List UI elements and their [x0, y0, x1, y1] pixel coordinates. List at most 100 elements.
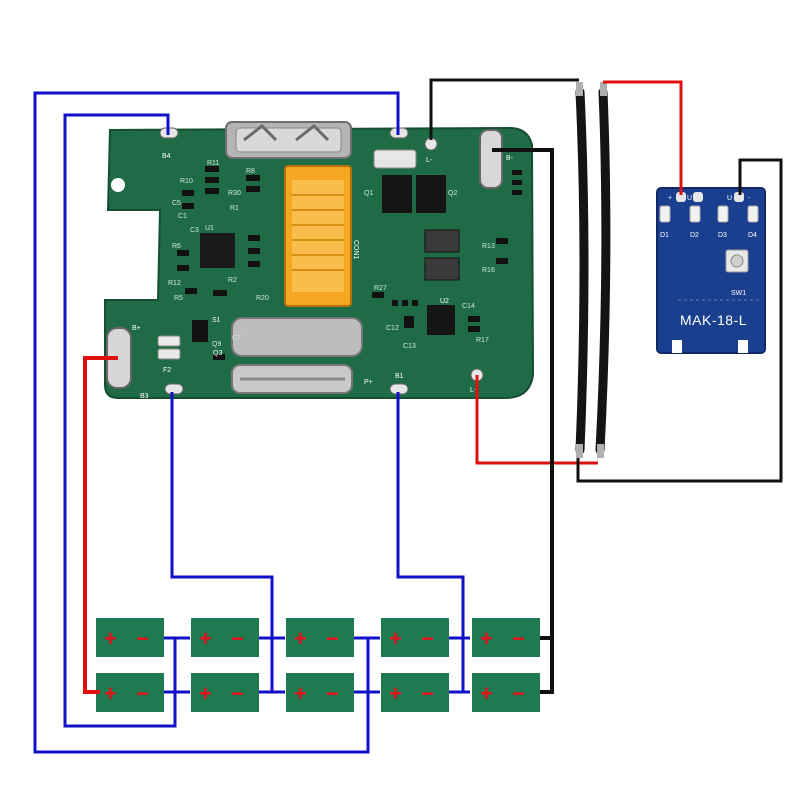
- led-label-d3: D3: [718, 232, 727, 239]
- cell-r2-c5: + −: [472, 673, 540, 712]
- label-r1: R1: [230, 205, 239, 212]
- label-r13: R13: [482, 243, 495, 250]
- label-c12: C12: [386, 325, 399, 332]
- cell-minus: −: [326, 626, 339, 651]
- jumper-wire-left: [575, 87, 589, 455]
- cell-minus: −: [421, 681, 434, 706]
- label-l-plus: L+: [470, 387, 478, 394]
- cell-minus: −: [326, 681, 339, 706]
- led-label-plus: +: [668, 195, 672, 202]
- bottom-connector-clips: [231, 317, 363, 394]
- label-r17: R17: [476, 337, 489, 344]
- smd-components: [177, 166, 522, 360]
- cell-r1-c5: + −: [472, 618, 540, 657]
- led-pad-u-left: [693, 192, 703, 202]
- label-r20: R20: [256, 295, 269, 302]
- led-label-d4: D4: [748, 232, 757, 239]
- fuse-f2b: [157, 348, 181, 360]
- label-c5: C5: [172, 200, 181, 207]
- ic-u1: [200, 233, 235, 268]
- ic-u2: [427, 305, 455, 335]
- label-b1: B1: [395, 373, 404, 380]
- led-indicator-board: + U U - D1 D2 D3 D4 SW1 MAK-18-L: [656, 187, 766, 354]
- cell-minus: −: [512, 626, 525, 651]
- led-board-body: [656, 187, 766, 354]
- cell-plus: +: [104, 681, 117, 706]
- label-r16: R16: [482, 267, 495, 274]
- label-q1: Q1: [364, 190, 373, 197]
- wire-blue-b1: [396, 392, 465, 692]
- label-c14: C14: [462, 303, 475, 310]
- label-r11: R11: [207, 160, 219, 167]
- cell-plus: +: [294, 626, 307, 651]
- small-connector: [373, 149, 417, 169]
- wiring-lines: [33, 78, 783, 754]
- wire-red-l-plus: [475, 375, 598, 465]
- led-label-sw1: SW1: [731, 290, 746, 297]
- cell-r1-c3: + −: [286, 618, 354, 657]
- cell-r1-c4: + −: [381, 618, 449, 657]
- label-r5: R5: [174, 295, 183, 302]
- cell-r2-c4: + −: [381, 673, 449, 712]
- bms-main-board: CON1: [104, 121, 535, 400]
- label-r6: R6: [172, 243, 181, 250]
- label-f2: F2: [163, 367, 171, 374]
- wire-black-led-minus: [576, 158, 783, 483]
- cell-plus: +: [199, 681, 212, 706]
- cell-plus: +: [389, 626, 402, 651]
- wire-black-l-minus: [429, 78, 579, 140]
- pad-b3: [164, 383, 184, 395]
- cell-minus: −: [231, 681, 244, 706]
- led-label-d1: D1: [660, 232, 669, 239]
- jumper-wire-right: [595, 87, 611, 455]
- cell-minus: −: [512, 681, 525, 706]
- inductor-a: [424, 229, 460, 253]
- wire-blue-b4: [63, 113, 177, 728]
- led-d3: [717, 205, 729, 223]
- wire-red-led-plus: [603, 80, 683, 195]
- label-p-plus: P+: [364, 379, 373, 386]
- led-label-d2: D2: [690, 232, 699, 239]
- label-r2: R2: [228, 277, 237, 284]
- fuse-f2: [157, 335, 181, 347]
- led-board-model: MAK-18-L: [680, 312, 747, 328]
- label-c3: C3: [190, 227, 199, 234]
- mosfet-q2: [416, 175, 446, 213]
- label-c13: C13: [403, 343, 416, 350]
- top-connector-clips: [225, 121, 352, 159]
- led-d2: [689, 205, 701, 223]
- mosfet-q1: [382, 175, 412, 213]
- battery-cells: + − + − + − + − + − + −: [96, 618, 540, 712]
- cell-plus: +: [389, 681, 402, 706]
- label-u2: U2: [440, 298, 449, 305]
- label-r10: R10: [180, 178, 193, 185]
- cell-plus: +: [294, 681, 307, 706]
- sw1-button: [725, 249, 749, 273]
- cell-plus: +: [104, 626, 117, 651]
- cell-r1-c2: + −: [191, 618, 259, 657]
- label-q9: Q9: [212, 341, 221, 348]
- label-q3: Q3: [213, 350, 222, 357]
- label-r30: R30: [228, 190, 241, 197]
- cell-minus: −: [136, 626, 149, 651]
- cell-minus: −: [421, 626, 434, 651]
- label-q2: Q2: [448, 190, 457, 197]
- wire-terminals: [85, 636, 552, 694]
- wire-blue-p-minus: [33, 91, 400, 754]
- label-b-plus: B+: [132, 325, 141, 332]
- label-c1: C1: [178, 213, 187, 220]
- mounting-hole: [111, 178, 125, 192]
- cell-r2-c1: + −: [96, 673, 164, 712]
- label-u1: U1: [205, 225, 214, 232]
- led-label-u-left: U: [687, 195, 692, 202]
- jumper-wires: [575, 82, 611, 458]
- label-b-minus: B-: [506, 155, 514, 162]
- cell-r1-c1: + −: [96, 618, 164, 657]
- led-label-minus: -: [748, 195, 751, 202]
- cell-plus: +: [480, 626, 493, 651]
- b-minus-pad: [479, 129, 503, 189]
- led-d1: [659, 205, 671, 223]
- label-r8: R8: [246, 168, 255, 175]
- cell-minus: −: [136, 681, 149, 706]
- inductor-b: [424, 257, 460, 281]
